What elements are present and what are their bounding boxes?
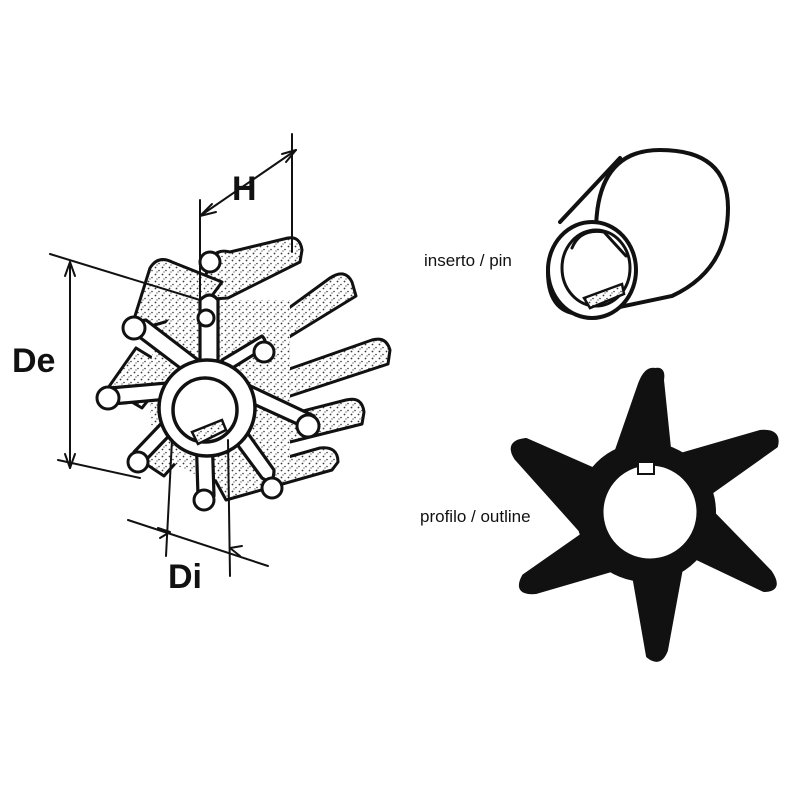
- label-inner-diameter: Di: [168, 558, 202, 596]
- vane-tip: [121, 315, 147, 341]
- label-height: H: [232, 170, 257, 208]
- profile-bore: [600, 462, 700, 562]
- insert-inner-shadow: [570, 229, 628, 258]
- vane-tip: [260, 476, 284, 500]
- vane-body: [212, 446, 340, 502]
- impeller-3d-view: H De Di: [12, 133, 392, 596]
- bore-key: [190, 418, 228, 446]
- vane-tips: [95, 250, 321, 512]
- vane-tip: [126, 450, 150, 474]
- vane-tip: [252, 340, 276, 364]
- vane-body: [256, 337, 392, 404]
- vane-tip: [196, 308, 216, 328]
- profile-outline-view: profilo / outline: [420, 367, 779, 662]
- insert-key: [582, 282, 626, 310]
- insert-caption: inserto / pin: [424, 251, 512, 270]
- dimension-lines: [49, 133, 297, 577]
- label-outer-diameter: De: [12, 342, 55, 380]
- vane-tip: [295, 413, 321, 439]
- vane-tip: [95, 385, 121, 411]
- vane-tip: [192, 488, 216, 512]
- vane-tip: [198, 250, 222, 274]
- insert-pin-view: inserto / pin: [424, 147, 731, 320]
- profile-caption: profilo / outline: [420, 507, 531, 526]
- insert-top-edge: [558, 156, 622, 224]
- profile-keyway: [637, 461, 655, 475]
